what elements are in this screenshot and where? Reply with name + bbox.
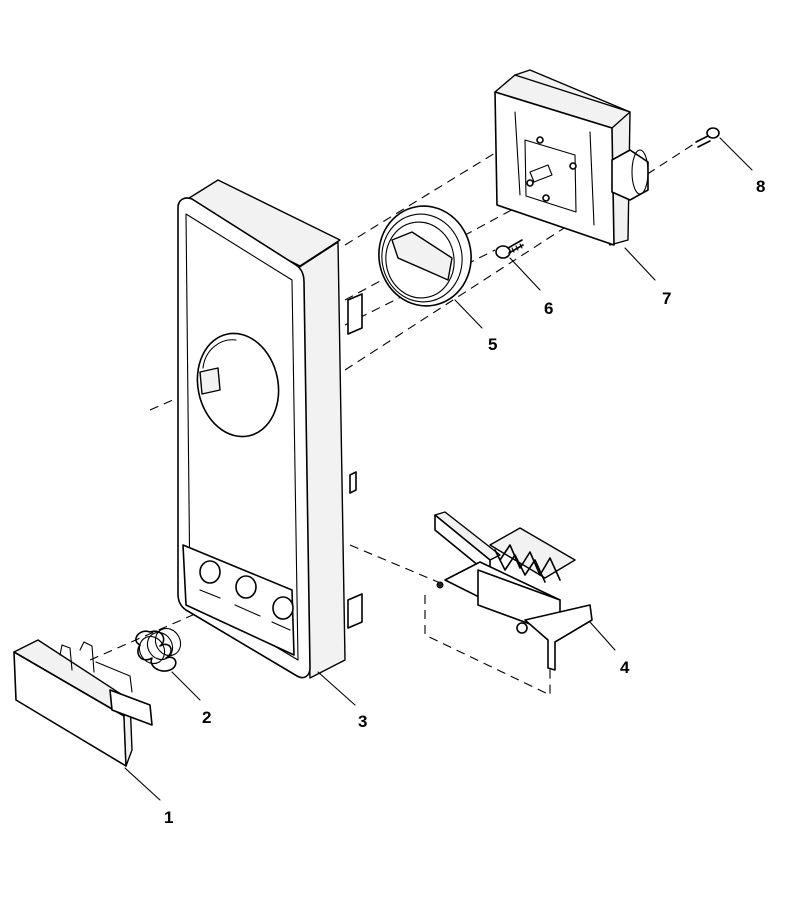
part-8-screw	[695, 127, 720, 148]
part-6-screw	[495, 239, 524, 259]
part-2-spring	[135, 627, 182, 672]
part-label-8: 8	[756, 177, 765, 196]
part-label-6: 6	[544, 299, 553, 318]
leader-lines	[124, 137, 753, 801]
part-3-cover-housing	[177, 179, 363, 679]
part-label-2: 2	[202, 708, 211, 727]
part-4-latch-mechanism	[434, 511, 593, 671]
part-label-7: 7	[662, 289, 671, 308]
part-label-5: 5	[488, 335, 497, 354]
part-label-1: 1	[164, 808, 173, 827]
part-label-3: 3	[358, 712, 367, 731]
part-5-turn-knob	[378, 205, 472, 307]
part-label-4: 4	[620, 658, 630, 677]
part-7-mounting-plate	[494, 69, 649, 246]
part-1-push-button	[13, 639, 153, 767]
